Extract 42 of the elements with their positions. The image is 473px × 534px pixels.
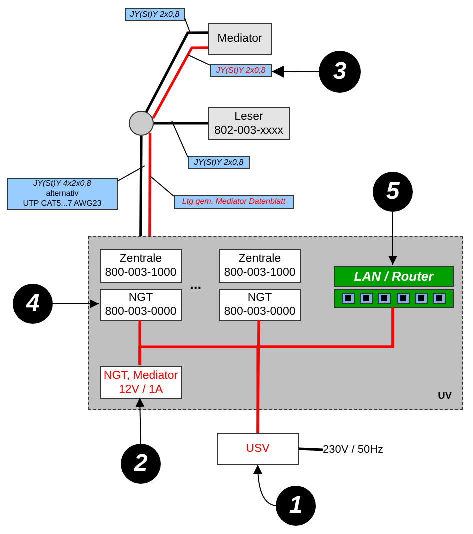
device-box: NGT 800-003-0000 bbox=[100, 289, 182, 321]
cable-line bbox=[145, 32, 208, 113]
callout-number: 3 bbox=[319, 51, 361, 93]
cable-line bbox=[256, 320, 260, 434]
leader-line bbox=[172, 120, 188, 158]
leader-line bbox=[118, 166, 146, 182]
cable-line bbox=[152, 46, 208, 120]
cable-label: JY(St)Y 2x0,8 bbox=[125, 8, 185, 21]
ellipsis-text: ... bbox=[190, 276, 202, 292]
leader-line bbox=[150, 176, 174, 197]
arrow bbox=[52, 300, 100, 308]
power-label: 230V / 50Hz bbox=[323, 442, 403, 458]
ups-box: USV bbox=[217, 433, 299, 465]
port-strip bbox=[334, 289, 454, 308]
cable-line bbox=[148, 133, 152, 236]
arrow bbox=[272, 66, 320, 78]
device-box: NGT 800-003-0000 bbox=[219, 289, 301, 321]
distribution-panel bbox=[88, 236, 463, 410]
callout-number: 4 bbox=[13, 284, 53, 324]
arrow bbox=[136, 398, 145, 444]
junction-circle bbox=[129, 111, 154, 136]
leader-line bbox=[184, 18, 190, 32]
device-box: Zentrale 800-003-1000 bbox=[219, 249, 301, 283]
cable-label: Ltg gem. Mediator Datenblatt bbox=[174, 195, 294, 209]
router-box: LAN / Router bbox=[334, 266, 454, 287]
cable-label: JY(St)Y 4x2x0,8 alternativ UTP CAT5...7 AWG23 bbox=[7, 178, 118, 210]
cable-label: JY(St)Y 2x0,8 bbox=[210, 64, 272, 77]
arrow bbox=[254, 464, 278, 506]
cable-line bbox=[140, 136, 143, 236]
leader-line bbox=[188, 54, 210, 66]
callout-number: 2 bbox=[121, 444, 161, 484]
cable-line bbox=[154, 122, 208, 125]
arrow bbox=[388, 212, 398, 266]
cable-label: JY(St)Y 2x0,8 bbox=[188, 156, 250, 169]
callout-number: 1 bbox=[276, 486, 316, 526]
cable-line bbox=[298, 448, 324, 452]
device-box: Mediator bbox=[208, 23, 272, 55]
panel-label: UV bbox=[438, 391, 452, 402]
power-supply-box: NGT, Mediator 12V / 1A bbox=[100, 366, 182, 399]
callout-number: 5 bbox=[373, 172, 413, 212]
device-box: Leser 802-003-xxxx bbox=[208, 107, 290, 140]
device-box: Zentrale 800-003-1000 bbox=[100, 249, 182, 283]
